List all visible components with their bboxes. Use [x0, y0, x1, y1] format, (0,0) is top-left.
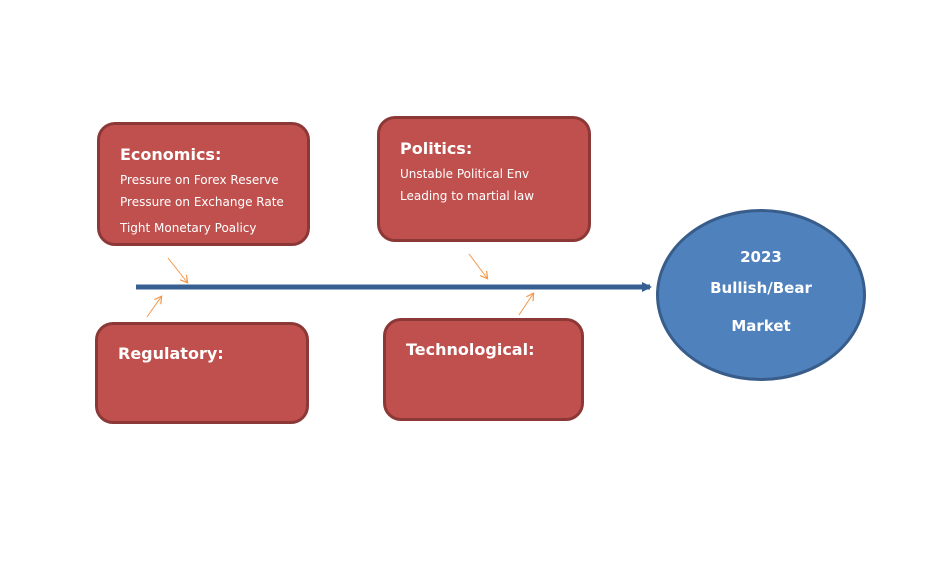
economics-factor: Pressure on Forex Reserve: [120, 173, 279, 187]
technological-connector-arrow: [518, 292, 535, 316]
economics-factor: Tight Monetary Poalicy: [120, 221, 257, 235]
technological-title: Technological:: [406, 340, 535, 359]
regulatory-box: Regulatory:: [95, 322, 309, 424]
outcome-label: Bullish/Bear: [710, 279, 812, 297]
politics-connector-arrow: [468, 253, 489, 280]
regulatory-title: Regulatory:: [118, 344, 224, 363]
regulatory-connector-arrow: [146, 295, 163, 318]
politics-factor: Leading to martial law: [400, 189, 535, 203]
economics-title: Economics:: [120, 145, 222, 164]
politics-title: Politics:: [400, 139, 473, 158]
economics-factor: Pressure on Exchange Rate: [120, 195, 284, 209]
politics-factor: Unstable Political Env: [400, 167, 530, 181]
outcome-ellipse: 2023 Bullish/Bear Market: [656, 209, 866, 381]
technological-box: Technological:: [383, 318, 584, 421]
economics-connector-arrow: [167, 257, 189, 284]
economics-box: Economics: Pressure on Forex Reserve Pre…: [97, 122, 310, 246]
politics-box: Politics: Unstable Political Env Leading…: [377, 116, 591, 242]
outcome-label: Market: [731, 317, 791, 335]
outcome-year: 2023: [740, 248, 782, 266]
